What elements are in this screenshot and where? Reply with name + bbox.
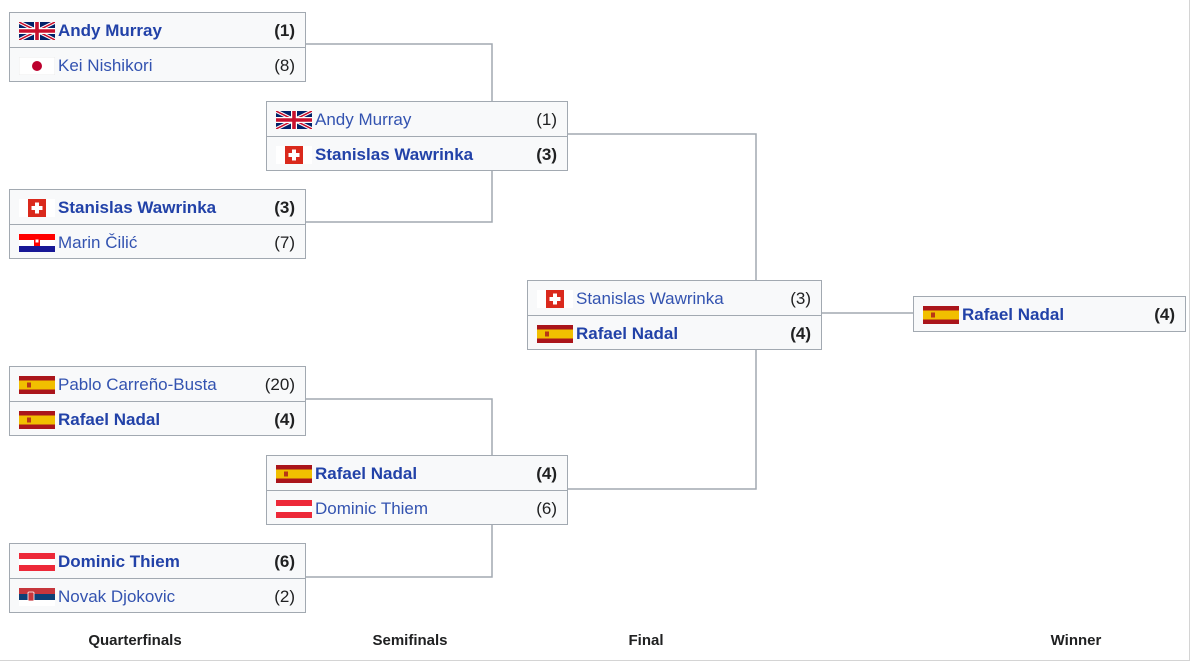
final-match: Stanislas Wawrinka (3) Rafael Nadal (4)	[527, 280, 822, 350]
player-name-link[interactable]: Stanislas Wawrinka	[58, 198, 217, 217]
gb-flag-icon	[19, 22, 55, 40]
es-flag-icon	[276, 465, 312, 483]
player-name-link[interactable]: Rafael Nadal	[58, 410, 161, 429]
player-name-link[interactable]: Rafael Nadal	[576, 324, 679, 343]
round-label-final: Final	[628, 632, 664, 649]
player-seed: (6)	[536, 499, 557, 518]
winner-seed: (4)	[1154, 305, 1175, 324]
connector-sf2-final	[568, 347, 757, 490]
player-seed: (4)	[790, 324, 811, 343]
player-row: Rafael Nadal (4)	[10, 401, 305, 435]
player-name-link[interactable]: Kei Nishikori	[58, 56, 153, 75]
gb-flag-icon	[276, 111, 312, 129]
player-seed: (3)	[274, 198, 295, 217]
player-seed: (3)	[790, 289, 811, 308]
player-name-link[interactable]: Pablo Carreño-Busta	[58, 375, 217, 394]
player-seed: (20)	[264, 375, 295, 394]
at-flag-icon	[19, 553, 55, 571]
quarterfinal-match-2: Stanislas Wawrinka (3) Marin Čilić (7)	[9, 189, 306, 259]
connector-qf1-sf1	[306, 43, 493, 101]
player-row: Stanislas Wawrinka (3)	[528, 281, 821, 315]
rs-flag-icon	[19, 588, 55, 606]
round-label-winner: Winner	[1050, 632, 1102, 649]
player-seed: (4)	[274, 410, 295, 429]
quarterfinal-match-3: Pablo Carreño-Busta (20) Rafael Nadal (4…	[9, 366, 306, 436]
es-flag-icon	[19, 411, 55, 429]
quarterfinal-match-1: Andy Murray (1) Kei Nishikori (8)	[9, 12, 306, 82]
semifinal-match-2: Rafael Nadal (4) Dominic Thiem (6)	[266, 455, 568, 525]
player-row: Stanislas Wawrinka (3)	[10, 190, 305, 224]
connector-qf2-sf1	[306, 168, 493, 223]
player-row: Stanislas Wawrinka (3)	[267, 136, 567, 170]
player-row: Kei Nishikori (8)	[10, 47, 305, 81]
player-seed: (1)	[274, 21, 295, 40]
player-name-link[interactable]: Marin Čilić	[58, 233, 138, 252]
player-seed: (2)	[274, 587, 295, 606]
ch-flag-icon	[276, 146, 312, 164]
connector-qf3-sf2	[306, 398, 493, 455]
player-row: Pablo Carreño-Busta (20)	[10, 367, 305, 401]
player-name-link[interactable]: Novak Djokovic	[58, 587, 176, 606]
player-name-link[interactable]: Andy Murray	[58, 21, 162, 40]
player-seed: (1)	[536, 110, 557, 129]
player-seed: (6)	[274, 552, 295, 571]
player-seed: (4)	[536, 464, 557, 483]
connector-sf1-final	[568, 133, 757, 280]
at-flag-icon	[276, 500, 312, 518]
quarterfinal-match-4: Dominic Thiem (6) Novak Djokovic (2)	[9, 543, 306, 613]
connector-qf4-sf2	[306, 523, 493, 578]
player-name-link[interactable]: Stanislas Wawrinka	[576, 289, 724, 308]
es-flag-icon	[923, 306, 959, 324]
player-name-link[interactable]: Dominic Thiem	[58, 552, 180, 571]
player-seed: (3)	[536, 145, 557, 164]
es-flag-icon	[19, 376, 55, 394]
player-name-link[interactable]: Dominic Thiem	[315, 499, 429, 518]
player-row: Dominic Thiem (6)	[10, 544, 305, 578]
player-row: Andy Murray (1)	[267, 102, 567, 136]
semifinal-match-1: Andy Murray (1) Stanislas Wawrinka (3)	[266, 101, 568, 171]
jp-flag-icon	[19, 57, 55, 75]
ch-flag-icon	[537, 290, 573, 308]
player-row: Novak Djokovic (2)	[10, 578, 305, 612]
round-label-semifinals: Semifinals	[372, 632, 448, 649]
player-row: Rafael Nadal (4)	[267, 456, 567, 490]
round-label-quarterfinals: Quarterfinals	[88, 632, 182, 649]
player-row: Marin Čilić (7)	[10, 224, 305, 258]
player-row: Dominic Thiem (6)	[267, 490, 567, 524]
player-seed: (8)	[274, 56, 295, 75]
es-flag-icon	[537, 325, 573, 343]
player-name-link[interactable]: Stanislas Wawrinka	[315, 145, 474, 164]
player-row: Andy Murray (1)	[10, 13, 305, 47]
hr-flag-icon	[19, 234, 55, 252]
winner-box: Rafael Nadal (4)	[913, 296, 1186, 332]
winner-row: Rafael Nadal (4)	[914, 297, 1185, 331]
player-name-link[interactable]: Rafael Nadal	[315, 464, 418, 483]
ch-flag-icon	[19, 199, 55, 217]
winner-name-link[interactable]: Rafael Nadal	[962, 305, 1065, 324]
player-name-link[interactable]: Andy Murray	[315, 110, 412, 129]
player-seed: (7)	[274, 233, 295, 252]
player-row: Rafael Nadal (4)	[528, 315, 821, 349]
